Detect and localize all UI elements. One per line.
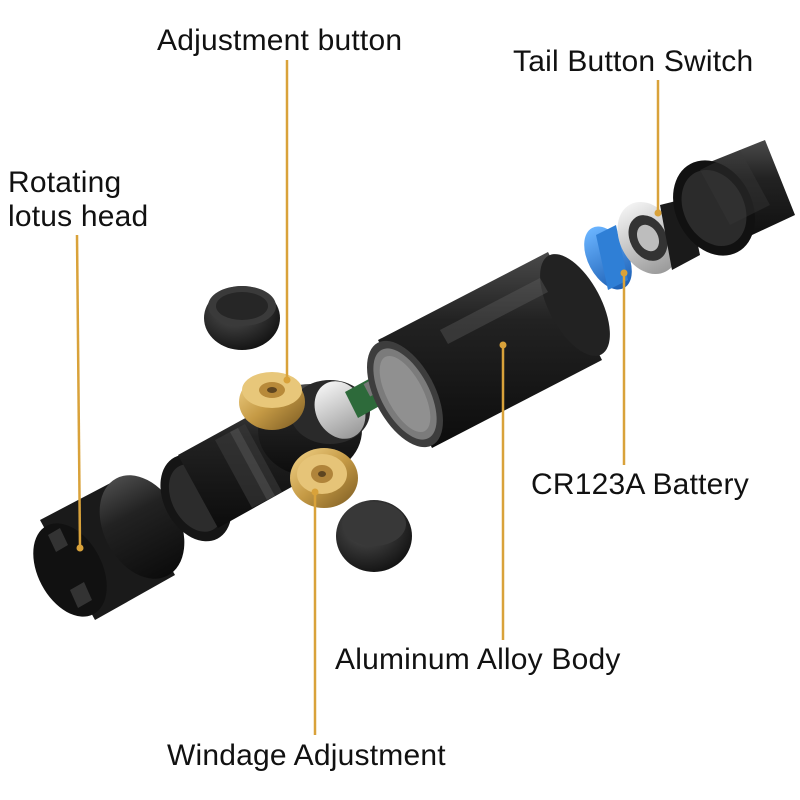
- label-adjustment-button: Adjustment button: [157, 24, 403, 57]
- label-cr123a-battery: CR123A Battery: [531, 468, 749, 501]
- turret-cap-bottom: [336, 500, 412, 572]
- adjustment-button-knob: [239, 372, 305, 430]
- label-aluminum-alloy-body: Aluminum Alloy Body: [335, 643, 621, 676]
- leader-line-lotus: [75, 234, 82, 549]
- lotus-head-part: [33, 475, 185, 620]
- tail-cap: [673, 140, 795, 256]
- windage-adjustment-knob: [290, 448, 358, 508]
- label-tail-button-switch: Tail Button Switch: [513, 45, 754, 78]
- leader-dots: [76, 209, 662, 552]
- label-rotating-lotus-head: Rotating lotus head: [8, 166, 149, 233]
- aluminum-body-tube: [367, 252, 610, 448]
- leader-lines: [75, 60, 660, 735]
- label-windage-adjustment: Windage Adjustment: [167, 739, 446, 772]
- turret-cap-top: [204, 286, 280, 350]
